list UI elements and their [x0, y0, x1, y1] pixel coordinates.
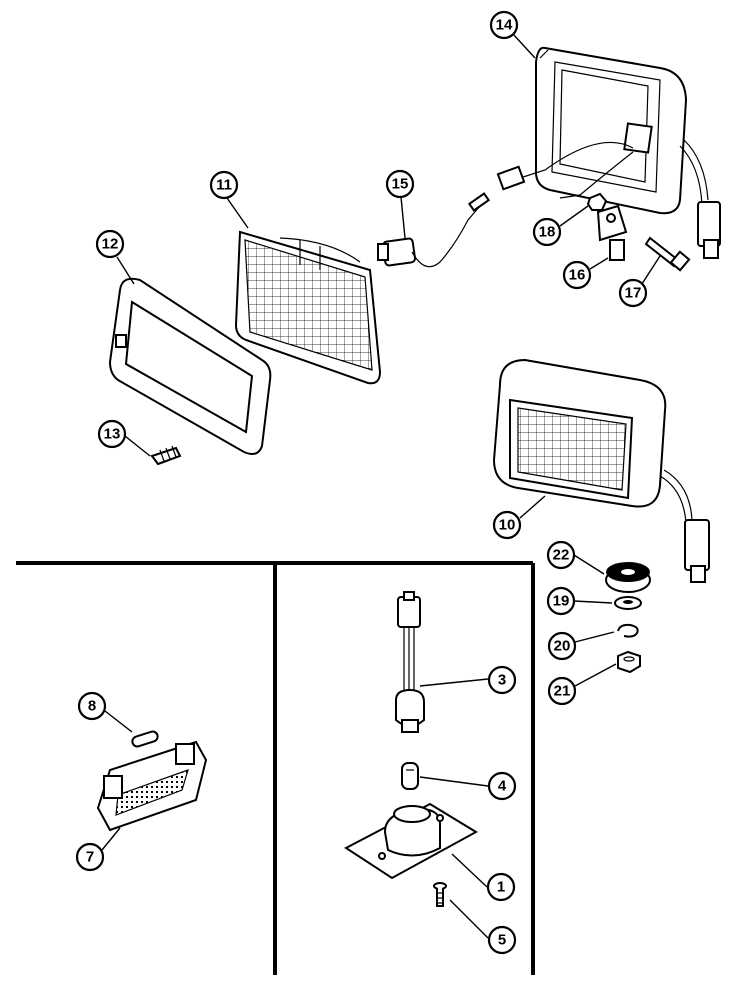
part-bezel-12: [108, 277, 272, 455]
svg-text:1: 1: [497, 879, 505, 896]
callout-4: 4: [487, 771, 517, 801]
callout-11: 11: [209, 170, 239, 200]
svg-text:14: 14: [496, 17, 513, 34]
part-washer-19: [614, 596, 642, 610]
leader-lines: [101, 33, 661, 939]
callout-7: 7: [75, 842, 105, 872]
svg-text:16: 16: [569, 267, 586, 284]
svg-text:7: 7: [86, 849, 94, 866]
part-bolt-17: [644, 236, 691, 272]
callout-20: 20: [547, 631, 577, 661]
svg-text:12: 12: [102, 236, 119, 253]
part-work-lamp-10: [492, 358, 710, 583]
callout-10: 10: [492, 510, 522, 540]
callout-17: 17: [618, 278, 648, 308]
part-sealed-beam-11: [234, 230, 382, 385]
callout-16: 16: [562, 260, 592, 290]
svg-text:15: 15: [392, 176, 409, 193]
callout-18: 18: [532, 217, 562, 247]
part-bulb-8: [131, 730, 159, 748]
svg-text:19: 19: [553, 593, 570, 610]
svg-text:10: 10: [499, 517, 516, 534]
svg-text:5: 5: [498, 932, 506, 949]
callout-5: 5: [487, 925, 517, 955]
part-bracket-16: [596, 204, 628, 261]
callout-22: 22: [546, 540, 576, 570]
part-nut-21: [617, 650, 641, 674]
part-lamp-housing-14: [496, 46, 721, 259]
callout-15: 15: [385, 169, 415, 199]
callout-3: 3: [487, 665, 517, 695]
svg-text:11: 11: [216, 177, 232, 194]
part-screw-13: [150, 445, 182, 466]
part-lockwasher-20: [617, 623, 639, 638]
svg-text:22: 22: [553, 547, 570, 564]
svg-text:18: 18: [539, 224, 556, 241]
callout-21: 21: [547, 676, 577, 706]
part-socket-lead-15: [377, 192, 491, 268]
svg-text:4: 4: [498, 778, 507, 795]
svg-text:21: 21: [554, 683, 571, 700]
svg-text:13: 13: [104, 426, 121, 443]
part-screw-5: [433, 882, 447, 907]
part-grommet-22: [605, 562, 651, 593]
part-plate-1: [344, 802, 478, 880]
callout-14: 14: [489, 10, 519, 40]
part-bulb-4: [401, 762, 419, 790]
part-license-lamp-7: [96, 740, 208, 832]
svg-text:3: 3: [498, 672, 506, 689]
callout-1: 1: [486, 872, 516, 902]
svg-text:17: 17: [625, 285, 642, 302]
callout-12: 12: [95, 229, 125, 259]
callout-19: 19: [546, 586, 576, 616]
part-socket-pigtail-3: [395, 591, 425, 733]
callout-8: 8: [77, 691, 107, 721]
svg-text:20: 20: [554, 638, 571, 655]
callout-13: 13: [97, 419, 127, 449]
svg-text:8: 8: [88, 698, 96, 715]
